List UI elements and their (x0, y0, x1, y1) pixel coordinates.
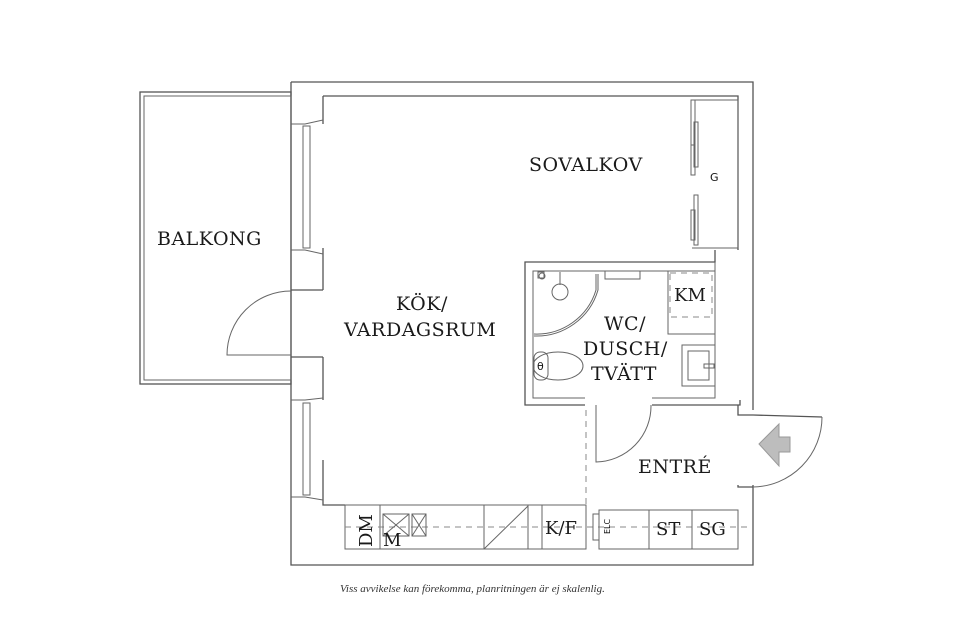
sg-label: SG (699, 519, 726, 540)
m-label: M (383, 530, 401, 551)
wardrobe: G (690, 99, 739, 249)
entry-arrow-icon (758, 422, 791, 468)
entrance (737, 405, 823, 488)
room-label-entre: ENTRÉ (638, 455, 712, 478)
elc-label: ELC (603, 518, 612, 534)
kitchen-counter: DM M K/F (344, 504, 752, 551)
bathroom-door (595, 404, 652, 463)
km-label: KM (674, 285, 706, 306)
room-label-wc-line1: WC/ (604, 313, 646, 335)
window-upper (291, 119, 324, 255)
balcony-door (226, 289, 323, 358)
room-label-wc-line2: DUSCH/ (583, 338, 668, 360)
st-label: ST (656, 519, 680, 540)
room-label-balkong: BALKONG (157, 228, 262, 250)
room-label-kok-line1: KÖK/ (396, 292, 448, 315)
bathroom: KM θ WC/ DUSCH/ TVÄTT (524, 250, 741, 406)
entrance-storage: ELC ST SG (592, 509, 739, 550)
kf-label: K/F (545, 518, 577, 539)
dm-label: DM (356, 514, 377, 547)
room-label-kok-line2: VARDAGSRUM (343, 319, 496, 341)
disclaimer: Viss avvikelse kan förekomma, planritnin… (340, 583, 605, 595)
wardrobe-label: G (710, 171, 719, 184)
toilet-symbol: θ (537, 360, 544, 373)
window-lower (291, 397, 324, 501)
room-label-sovalkov: SOVALKOV (529, 154, 643, 176)
balcony: BALKONG (139, 91, 292, 385)
room-label-wc-line3: TVÄTT (591, 362, 657, 385)
